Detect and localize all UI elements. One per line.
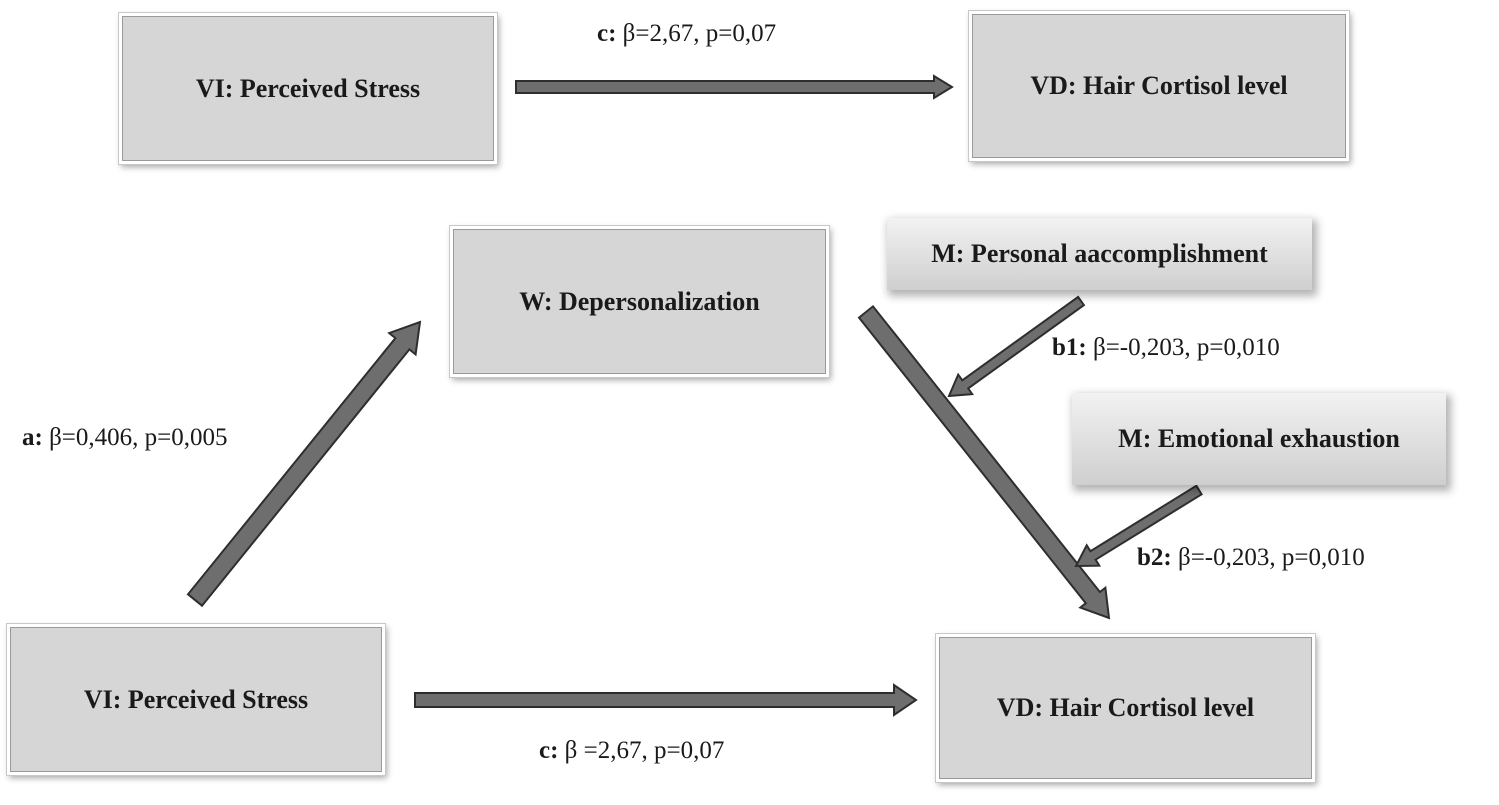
top-dv-box: VD: Hair Cortisol level [969, 11, 1349, 161]
moderator-pa-label: M: Personal aaccomplishment [931, 239, 1268, 268]
top-dv-label: VD: Hair Cortisol level [1030, 71, 1288, 100]
mediator-w-box: W: Depersonalization [450, 226, 829, 377]
path-b2-value: β=-0,203, p=0,010 [1171, 544, 1365, 571]
bottom-dv-box: VD: Hair Cortisol level [936, 634, 1315, 782]
path-c-bottom-label: c: β =2,67, p=0,07 [539, 737, 724, 765]
path-c-bottom-value: β =2,67, p=0,07 [558, 737, 725, 764]
top-iv-label: VI: Perceived Stress [195, 73, 421, 103]
moderator-ee-label: M: Emotional exhaustion [1118, 424, 1400, 453]
moderator-pa-box: M: Personal aaccomplishment [887, 218, 1312, 290]
arrow-b1 [947, 295, 1086, 398]
arrow-w-to-dv [857, 304, 1111, 620]
arrow-b2 [1074, 484, 1203, 568]
mediator-w-label: W: Depersonalization [519, 286, 760, 316]
top-iv-box: VI: Perceived Stress [119, 13, 497, 164]
path-b2-label: b2: β=-0,203, p=0,010 [1137, 544, 1365, 572]
bottom-iv-label: VI: Perceived Stress [83, 684, 309, 714]
arrow-a [186, 320, 422, 608]
bottom-dv-label: VD: Hair Cortisol level [996, 693, 1255, 722]
path-c-bottom-key: c: [539, 737, 559, 764]
arrow-c-top [515, 74, 954, 100]
moderator-ee-box: M: Emotional exhaustion [1072, 393, 1446, 485]
path-b1-label: b1: β=-0,203, p=0,010 [1052, 334, 1280, 362]
path-c-top-key: c: [597, 20, 617, 47]
path-b1-key: b1: [1052, 334, 1087, 361]
path-b2-key: b2: [1137, 544, 1172, 571]
arrow-c-bottom [414, 683, 918, 717]
path-b1-value: β=-0,203, p=0,010 [1086, 334, 1280, 361]
path-a-key: a: [22, 424, 43, 451]
path-a-value: β=0,406, p=0,005 [42, 424, 228, 451]
path-a-label: a: β=0,406, p=0,005 [22, 424, 228, 452]
path-c-top-label: c: β=2,67, p=0,07 [597, 20, 776, 48]
path-c-top-value: β=2,67, p=0,07 [616, 20, 777, 47]
bottom-iv-box: VI: Perceived Stress [7, 624, 385, 775]
